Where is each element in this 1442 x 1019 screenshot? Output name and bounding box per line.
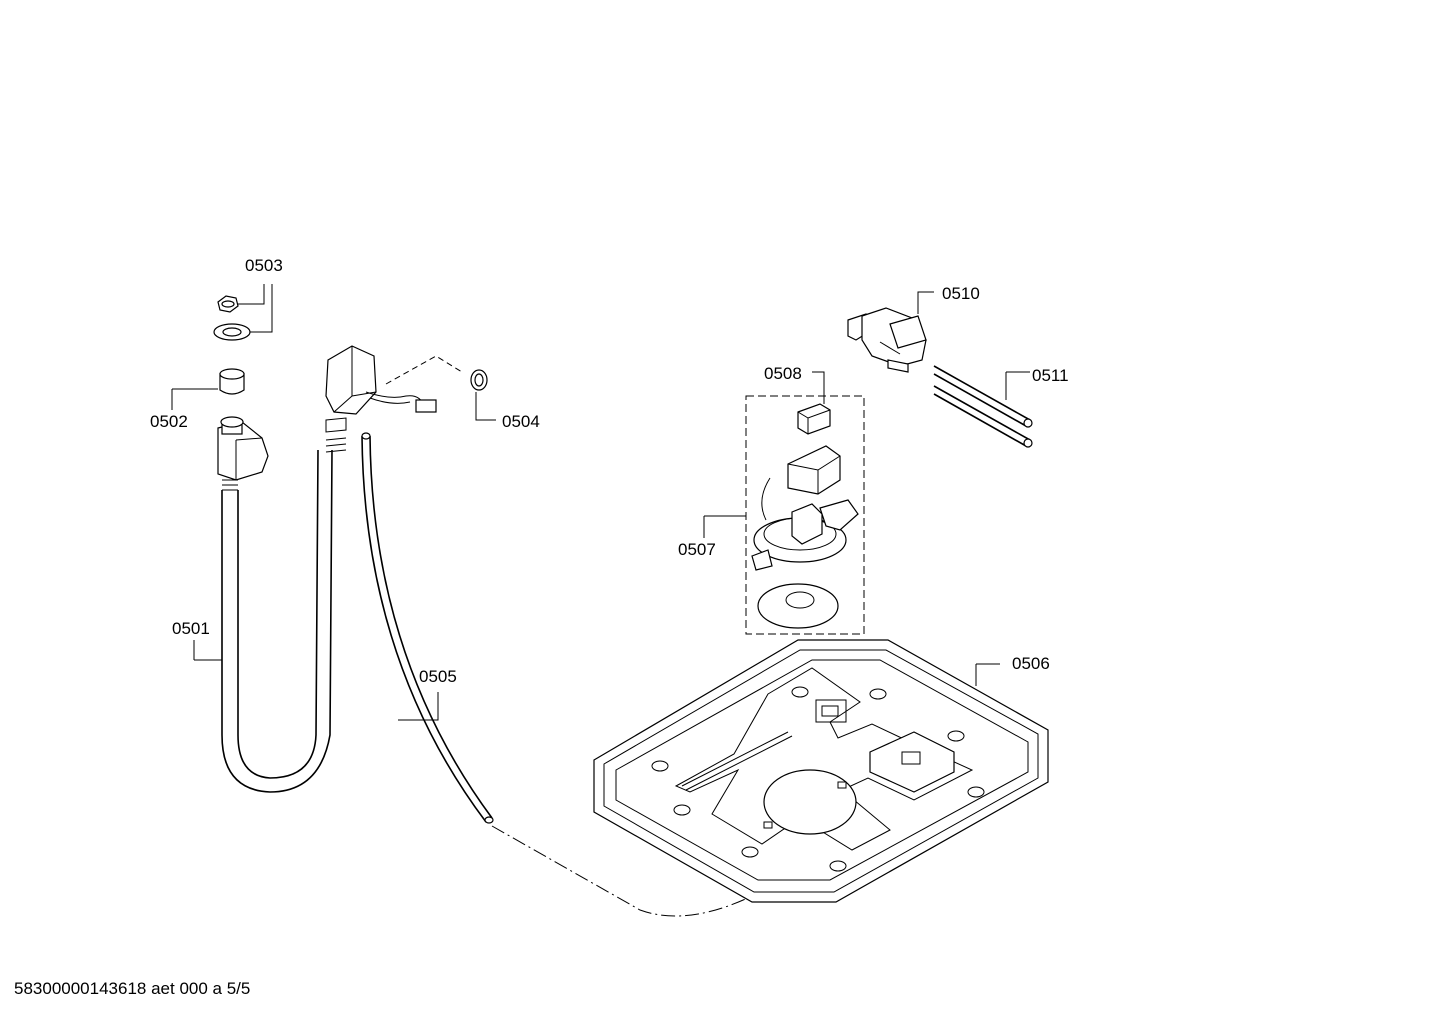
- label-0501: 0501: [172, 619, 210, 638]
- label-0508: 0508: [764, 364, 802, 383]
- part-0510-solenoid-valve: [847, 291, 934, 373]
- part-0503-screw-washer: [213, 284, 273, 341]
- part-0504-o-ring: [470, 369, 496, 421]
- label-0505: 0505: [419, 667, 457, 686]
- part-0511-tubes: [933, 365, 1033, 448]
- part-0506-base-tray: [593, 639, 1049, 903]
- drawing-reference-footer: 58300000143618 aet 000 a 5/5: [14, 979, 251, 998]
- label-0504: 0504: [502, 412, 540, 431]
- part-0502-cap: [171, 368, 245, 410]
- part-0501-inlet-hose: [217, 345, 463, 793]
- part-0507-float-switch: [703, 395, 865, 635]
- label-0510: 0510: [942, 284, 980, 303]
- label-0507: 0507: [678, 540, 716, 559]
- label-0511: 0511: [1032, 366, 1069, 385]
- label-0503: 0503: [245, 256, 283, 275]
- label-0502: 0502: [150, 412, 188, 431]
- part-0505-drain-hose: [361, 432, 761, 917]
- part-0508-connector: [797, 371, 831, 435]
- label-0506: 0506: [1012, 654, 1050, 673]
